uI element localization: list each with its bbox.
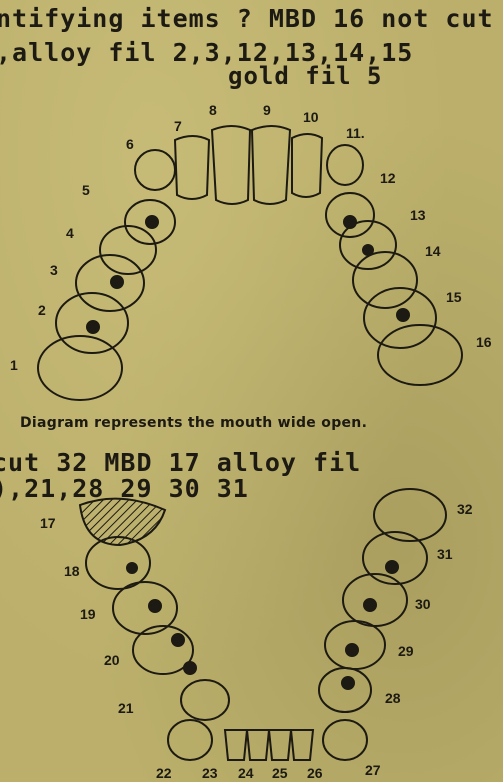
typed-middle-line-1: cut 32 MBD 17 alloy fil	[0, 448, 361, 477]
tooth-number: 25	[272, 765, 288, 781]
tooth-number: 19	[80, 606, 96, 622]
tooth-upper-10	[292, 134, 322, 197]
tooth-lower-21	[181, 680, 229, 720]
tooth-upper-16	[378, 325, 462, 385]
tooth-number: 22	[156, 765, 172, 781]
tooth-lower-30	[343, 574, 407, 626]
tooth-upper-9	[252, 126, 290, 204]
tooth-number: 6	[126, 136, 134, 152]
tooth-lower-24	[247, 730, 269, 760]
tooth-number: 8	[209, 102, 217, 118]
tooth-number: 11.	[346, 125, 365, 141]
tooth-number: 29	[398, 643, 414, 659]
tooth-number: 4	[66, 225, 74, 241]
tooth-number: 18	[64, 563, 80, 579]
tooth-upper-11	[327, 145, 363, 185]
tooth-number: 15	[446, 289, 462, 305]
tooth-number: 9	[263, 102, 271, 118]
tooth-number: 23	[202, 765, 218, 781]
tooth-number: 26	[307, 765, 323, 781]
tooth-number: 32	[457, 501, 473, 517]
tooth-number: 13	[410, 207, 426, 223]
tooth-upper-8	[212, 126, 250, 204]
tooth-number: 5	[82, 182, 90, 198]
tooth-number: 14	[425, 243, 441, 259]
tooth-number: 31	[437, 546, 453, 562]
upper-arch	[38, 126, 462, 400]
tooth-upper-7	[175, 136, 209, 199]
lower-arch	[80, 489, 446, 760]
tooth-number: 17	[40, 515, 56, 531]
tooth-number: 20	[104, 652, 120, 668]
tooth-lower-32	[374, 489, 446, 541]
tooth-number: 10	[303, 109, 319, 125]
tooth-upper-6	[135, 150, 175, 190]
tooth-lower-27	[323, 720, 367, 760]
tooth-upper-14	[353, 252, 417, 308]
tooth-lower-28	[319, 668, 371, 712]
tooth-number: 21	[118, 700, 134, 716]
tooth-number: 16	[476, 334, 492, 350]
tooth-number: 28	[385, 690, 401, 706]
tooth-number: 1	[10, 357, 18, 373]
tooth-number: 7	[174, 118, 182, 134]
tooth-number: 3	[50, 262, 58, 278]
tooth-upper-3	[76, 255, 144, 311]
tooth-upper-1	[38, 336, 122, 400]
tooth-lower-25	[269, 730, 291, 760]
tooth-lower-22	[168, 720, 212, 760]
tooth-lower-23	[225, 730, 247, 760]
tooth-number: 27	[365, 762, 381, 778]
diagram-caption: Diagram represents the mouth wide open.	[20, 415, 367, 431]
tooth-number: 2	[38, 302, 46, 318]
typed-middle-line-2: ),21,28 29 30 31	[0, 474, 249, 503]
tooth-number: 30	[415, 596, 431, 612]
tooth-lower-26	[291, 730, 313, 760]
tooth-number: 24	[238, 765, 254, 781]
tooth-number: 12	[380, 170, 396, 186]
